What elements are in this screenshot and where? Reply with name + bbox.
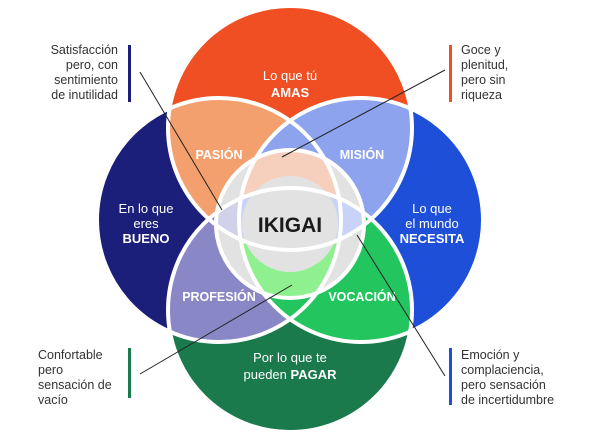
pasion-label: PASIÓN [196,147,243,162]
leader-lines [139,69,446,377]
paid-label-line2: pueden PAGAR [244,367,338,382]
love-label-line2: AMAS [271,85,310,100]
leader-line-top-left [139,71,223,211]
accent-bar-bottom-left [128,348,131,398]
accent-bar-top-left [128,45,131,102]
note-line: Goce y [461,43,501,57]
note-top-left: Satisfacción pero, con sentimiento de in… [14,43,118,103]
good-label-line1: En lo que [119,201,174,216]
note-line: pero sensación [461,378,546,392]
note-bottom-left: Confortable pero sensación de vacío [38,348,128,408]
note-line: riqueza [461,88,502,102]
leader-line-top-right [281,69,446,158]
note-bottom-right: Emoción y complaciencia, pero sensación … [461,348,596,408]
note-line: de inutilidad [51,88,118,102]
note-line: Confortable [38,348,103,362]
accent-bar-bottom-right [449,348,452,405]
paid-label-line1: Por lo que te [253,350,327,365]
circle-outlines [95,4,485,434]
note-line: sensación de [38,378,112,392]
note-line: Satisfacción [50,43,118,57]
ikigai-label: IKIGAI [258,214,322,237]
leader-line-bottom-left [139,284,293,375]
mision-label: MISIÓN [340,147,384,162]
vocacion-label: VOCACIÓN [328,289,395,304]
love-label-line1: Lo que tú [263,68,317,83]
leader-line-bottom-right [356,234,446,377]
note-line: plenitud, [461,58,509,72]
good-label-line2: eres [133,216,159,231]
need-label-line2: el mundo [405,216,458,231]
note-line: pero sin [461,73,506,87]
note-line: vacío [38,393,68,407]
note-line: sentimiento [54,73,118,87]
note-line: complaciencia, [461,363,544,377]
need-label-line3: NECESITA [400,231,465,246]
need-label-line1: Lo que [412,201,452,216]
note-line: pero, con [65,58,118,72]
good-label-line3: BUENO [123,231,170,246]
note-line: Emoción y [461,348,520,362]
note-line: pero [38,363,64,377]
note-line: de incertidumbre [461,393,555,407]
note-top-right: Goce y plenitud, pero sin riqueza [461,43,571,103]
accent-bar-top-right [449,45,452,102]
profesion-label: PROFESIÓN [182,289,256,304]
